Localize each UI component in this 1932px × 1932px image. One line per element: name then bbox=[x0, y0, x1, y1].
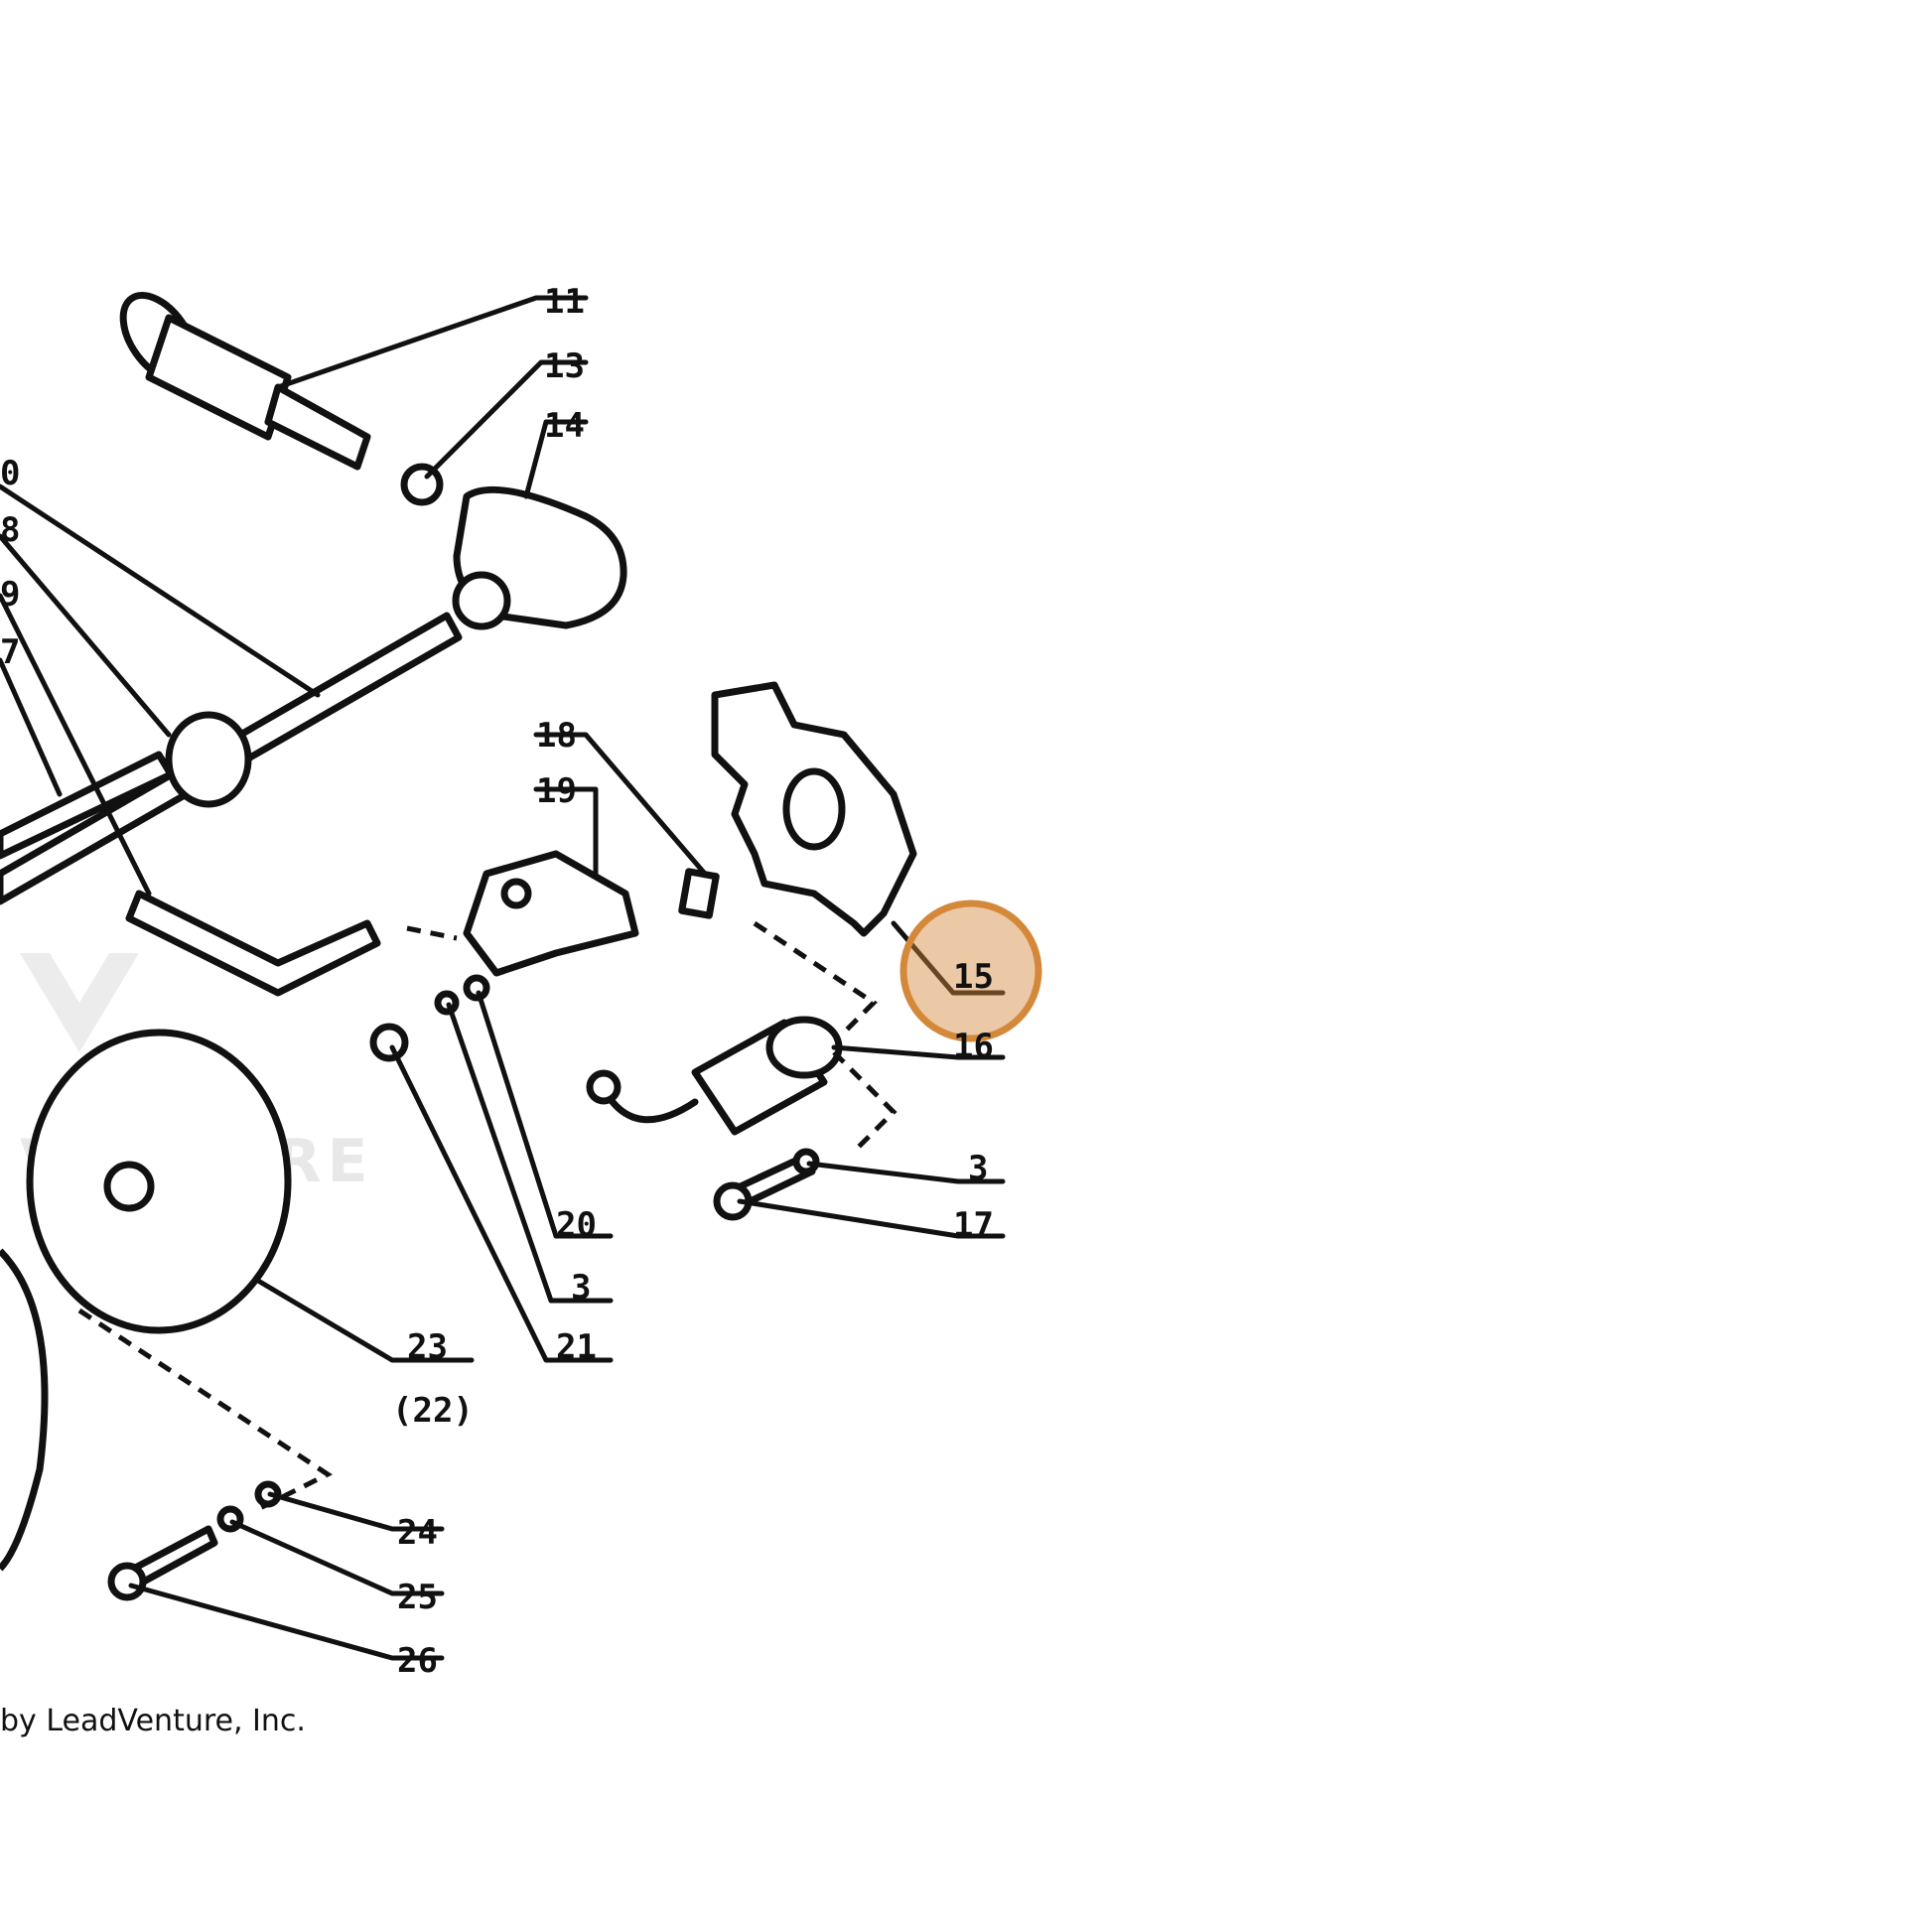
label-20[interactable]: 20 bbox=[556, 1205, 597, 1245]
dash-line bbox=[753, 920, 878, 1035]
label-23[interactable]: 23 bbox=[407, 1327, 448, 1367]
label-3-right[interactable]: 3 bbox=[968, 1149, 988, 1188]
label-26[interactable]: 26 bbox=[397, 1641, 438, 1681]
highlight-circle[interactable] bbox=[899, 899, 1042, 1042]
label-0[interactable]: 0 bbox=[0, 454, 20, 493]
dash-line bbox=[77, 1308, 333, 1512]
label-11[interactable]: 11 bbox=[544, 282, 585, 322]
label-3-center[interactable]: 3 bbox=[571, 1268, 591, 1308]
label-16[interactable]: 16 bbox=[953, 1027, 994, 1066]
part-16-capacitor bbox=[586, 1016, 843, 1136]
part-11-spindle bbox=[119, 292, 371, 471]
label-7[interactable]: 7 bbox=[0, 632, 20, 672]
label-19[interactable]: 19 bbox=[536, 771, 577, 811]
label-9[interactable]: 9 bbox=[0, 575, 20, 615]
label-24[interactable]: 24 bbox=[397, 1513, 438, 1553]
shaft-coupler bbox=[165, 711, 252, 808]
bolt-group-lower bbox=[107, 1480, 282, 1601]
bolt-group-center bbox=[369, 974, 490, 1062]
bracket-rod bbox=[125, 890, 381, 997]
dash-line bbox=[406, 925, 458, 941]
label-22[interactable]: (22) bbox=[392, 1391, 474, 1431]
label-17[interactable]: 17 bbox=[953, 1205, 994, 1245]
part-14-housing bbox=[452, 485, 627, 630]
label-14[interactable]: 14 bbox=[544, 406, 585, 446]
label-25[interactable]: 25 bbox=[397, 1578, 438, 1617]
lower-wheel bbox=[0, 1248, 49, 1572]
label-18[interactable]: 18 bbox=[536, 716, 577, 756]
label-8[interactable]: 8 bbox=[0, 510, 20, 550]
dash-line bbox=[832, 1050, 897, 1154]
label-15[interactable]: 15 bbox=[953, 957, 994, 997]
label-13[interactable]: 13 bbox=[544, 346, 585, 386]
part-18-clip bbox=[678, 868, 720, 919]
copyright-text: by LeadVenture, Inc. bbox=[0, 1704, 306, 1738]
star-plate bbox=[711, 681, 917, 937]
part-23-pulley bbox=[26, 1029, 292, 1334]
part-19-bracket bbox=[463, 850, 639, 977]
leader-lines bbox=[0, 295, 1006, 1661]
label-21[interactable]: 21 bbox=[556, 1327, 597, 1367]
